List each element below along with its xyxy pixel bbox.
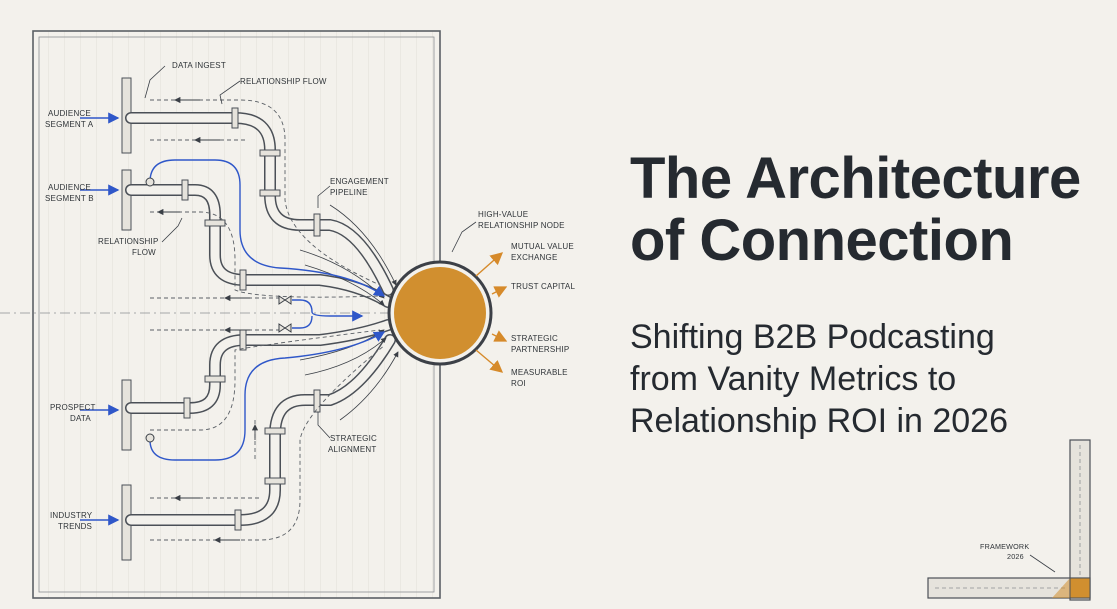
label-relationship-flow-left-1: RELATIONSHIP bbox=[98, 237, 159, 246]
label-roi-2: ROI bbox=[511, 379, 526, 388]
label-roi-1: MEASURABLE bbox=[511, 368, 568, 377]
label-prospect-2: DATA bbox=[70, 414, 91, 423]
dashed-flow-lines bbox=[150, 99, 386, 541]
label-partnership-1: STRATEGIC bbox=[511, 334, 558, 343]
subtitle-line-1: Shifting B2B Podcasting bbox=[630, 318, 995, 356]
flow-arrowheads bbox=[157, 96, 259, 544]
label-alignment-1: STRATEGIC bbox=[330, 434, 377, 443]
label-node-2: RELATIONSHIP NODE bbox=[478, 221, 565, 230]
label-alignment-2: ALIGNMENT bbox=[328, 445, 376, 454]
framework-corner bbox=[927, 439, 1091, 601]
pipe-network bbox=[125, 112, 396, 526]
label-audience-b-1: AUDIENCE bbox=[48, 183, 91, 192]
title-line-1: The Architecture bbox=[630, 146, 1081, 211]
label-framework-2: 2026 bbox=[1007, 552, 1024, 561]
title-line-2: of Connection bbox=[630, 208, 1014, 273]
label-mutual-value-2: EXCHANGE bbox=[511, 253, 558, 262]
label-relationship-flow-top: RELATIONSHIP FLOW bbox=[240, 77, 327, 86]
subtitle-line-3: Relationship ROI in 2026 bbox=[630, 402, 1009, 440]
label-trust-capital: TRUST CAPITAL bbox=[511, 282, 575, 291]
label-engagement-2: PIPELINE bbox=[330, 188, 368, 197]
page-title: The Architecture of Connection bbox=[630, 148, 1100, 272]
label-framework-1: FRAMEWORK bbox=[980, 542, 1029, 551]
high-value-node bbox=[387, 260, 493, 366]
label-audience-a-1: AUDIENCE bbox=[48, 109, 91, 118]
label-data-ingest: DATA INGEST bbox=[172, 61, 226, 70]
output-arrows bbox=[475, 252, 508, 373]
label-prospect-1: PROSPECT bbox=[50, 403, 96, 412]
label-industry-2: TRENDS bbox=[58, 522, 92, 531]
pipe-couplings bbox=[181, 107, 321, 531]
subtitle-line-2: from Vanity Metrics to bbox=[630, 360, 957, 398]
diagram-labels: AUDIENCE SEGMENT A AUDIENCE SEGMENT B PR… bbox=[45, 61, 1029, 561]
label-audience-b-2: SEGMENT B bbox=[45, 194, 94, 203]
callout-leaders bbox=[144, 65, 477, 439]
label-industry-1: INDUSTRY bbox=[50, 511, 93, 520]
valves bbox=[145, 177, 292, 443]
blue-flow-lines bbox=[80, 112, 386, 526]
label-relationship-flow-left-2: FLOW bbox=[132, 248, 156, 257]
label-mutual-value-1: MUTUAL VALUE bbox=[511, 242, 574, 251]
label-audience-a-2: SEGMENT A bbox=[45, 120, 94, 129]
label-partnership-2: PARTNERSHIP bbox=[511, 345, 569, 354]
label-node-1: HIGH-VALUE bbox=[478, 210, 528, 219]
page-subtitle: Shifting B2B Podcasting from Vanity Metr… bbox=[630, 316, 1100, 442]
label-engagement-1: ENGAGEMENT bbox=[330, 177, 389, 186]
